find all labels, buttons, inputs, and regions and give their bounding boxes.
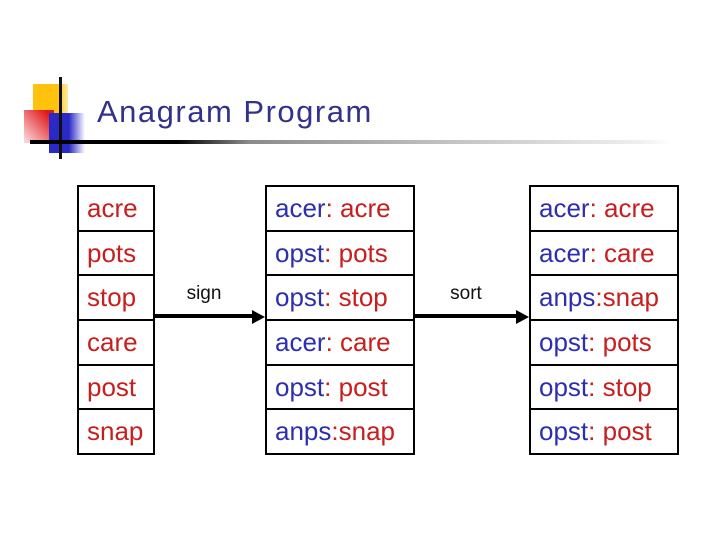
table-cell: opst: stop bbox=[267, 276, 413, 322]
word-text: care bbox=[340, 326, 391, 357]
table-cell: anps:snap bbox=[531, 276, 677, 322]
table-cell: stop bbox=[79, 276, 153, 322]
separator-text: : bbox=[331, 416, 339, 447]
word-text: stop bbox=[338, 282, 388, 313]
separator-text: : bbox=[589, 192, 605, 223]
table-cell: post bbox=[79, 366, 153, 411]
title-underline-rule bbox=[30, 140, 672, 144]
table-cell: pots bbox=[79, 232, 153, 277]
sort-arrow-shaft bbox=[415, 314, 517, 318]
word-text: care bbox=[604, 237, 655, 268]
table-cell: care bbox=[79, 321, 153, 366]
sort-arrow-label: sort bbox=[450, 283, 482, 304]
sign-arrow-head-icon bbox=[252, 310, 265, 324]
signature-text: anps bbox=[539, 282, 596, 313]
separator-text: : bbox=[324, 237, 339, 268]
separator-text: : bbox=[324, 282, 339, 313]
table-cell: anps:snap bbox=[267, 410, 413, 453]
logo-yellow-square bbox=[33, 84, 68, 115]
table-cell: opst: stop bbox=[531, 366, 677, 411]
table-cell: acer: acre bbox=[531, 187, 677, 232]
word-text: care bbox=[87, 326, 138, 357]
word-text: pots bbox=[602, 326, 652, 357]
separator-text: : bbox=[588, 371, 603, 402]
table-cell: acer: care bbox=[267, 321, 413, 366]
word-text: acre bbox=[340, 192, 391, 223]
separator-text: : bbox=[589, 237, 605, 268]
input-words-table: acre pots stop care post snap bbox=[77, 185, 155, 455]
table-cell: opst: pots bbox=[531, 321, 677, 366]
signature-text: opst bbox=[539, 326, 589, 357]
signature-text: opst bbox=[539, 416, 589, 447]
separator-text: : bbox=[595, 282, 603, 313]
signature-text: opst bbox=[275, 371, 325, 402]
word-text: pots bbox=[87, 237, 137, 268]
table-cell: opst: pots bbox=[267, 232, 413, 277]
separator-text: : bbox=[588, 416, 603, 447]
separator-text: : bbox=[325, 192, 341, 223]
slide-title: Anagram Program bbox=[97, 94, 373, 129]
word-text: stop bbox=[87, 282, 137, 313]
signed-words-table: acer: acre opst: pots opst: stop acer: c… bbox=[265, 185, 415, 455]
signature-text: opst bbox=[275, 282, 325, 313]
signature-text: acer bbox=[275, 192, 326, 223]
signature-text: acer bbox=[539, 237, 590, 268]
table-cell: opst: post bbox=[267, 366, 413, 411]
word-text: snap bbox=[338, 416, 396, 447]
table-cell: acer: care bbox=[531, 232, 677, 277]
sign-arrow-label: sign bbox=[186, 283, 222, 304]
separator-text: : bbox=[325, 326, 341, 357]
logo-vertical-line bbox=[59, 77, 62, 159]
signature-text: opst bbox=[539, 371, 589, 402]
word-text: post bbox=[602, 416, 652, 447]
logo-blue-square bbox=[49, 113, 85, 153]
signature-text: anps bbox=[275, 416, 332, 447]
word-text: post bbox=[338, 371, 388, 402]
signature-text: acer bbox=[539, 192, 590, 223]
signature-text: acer bbox=[275, 326, 326, 357]
word-text: snap bbox=[602, 282, 660, 313]
table-cell: acre bbox=[79, 187, 153, 232]
table-cell: snap bbox=[79, 410, 153, 453]
word-text: post bbox=[87, 371, 137, 402]
word-text: stop bbox=[602, 371, 652, 402]
word-text: pots bbox=[338, 237, 388, 268]
sort-arrow-head-icon bbox=[516, 310, 529, 324]
separator-text: : bbox=[588, 326, 603, 357]
table-cell: acer: acre bbox=[267, 187, 413, 232]
word-text: snap bbox=[87, 416, 144, 447]
sorted-words-table: acer: acre acer: care anps:snap opst: po… bbox=[529, 185, 679, 455]
separator-text: : bbox=[324, 371, 339, 402]
sign-arrow-shaft bbox=[155, 314, 253, 318]
signature-text: opst bbox=[275, 237, 325, 268]
table-cell: opst: post bbox=[531, 410, 677, 453]
word-text: acre bbox=[87, 192, 138, 223]
word-text: acre bbox=[604, 192, 655, 223]
